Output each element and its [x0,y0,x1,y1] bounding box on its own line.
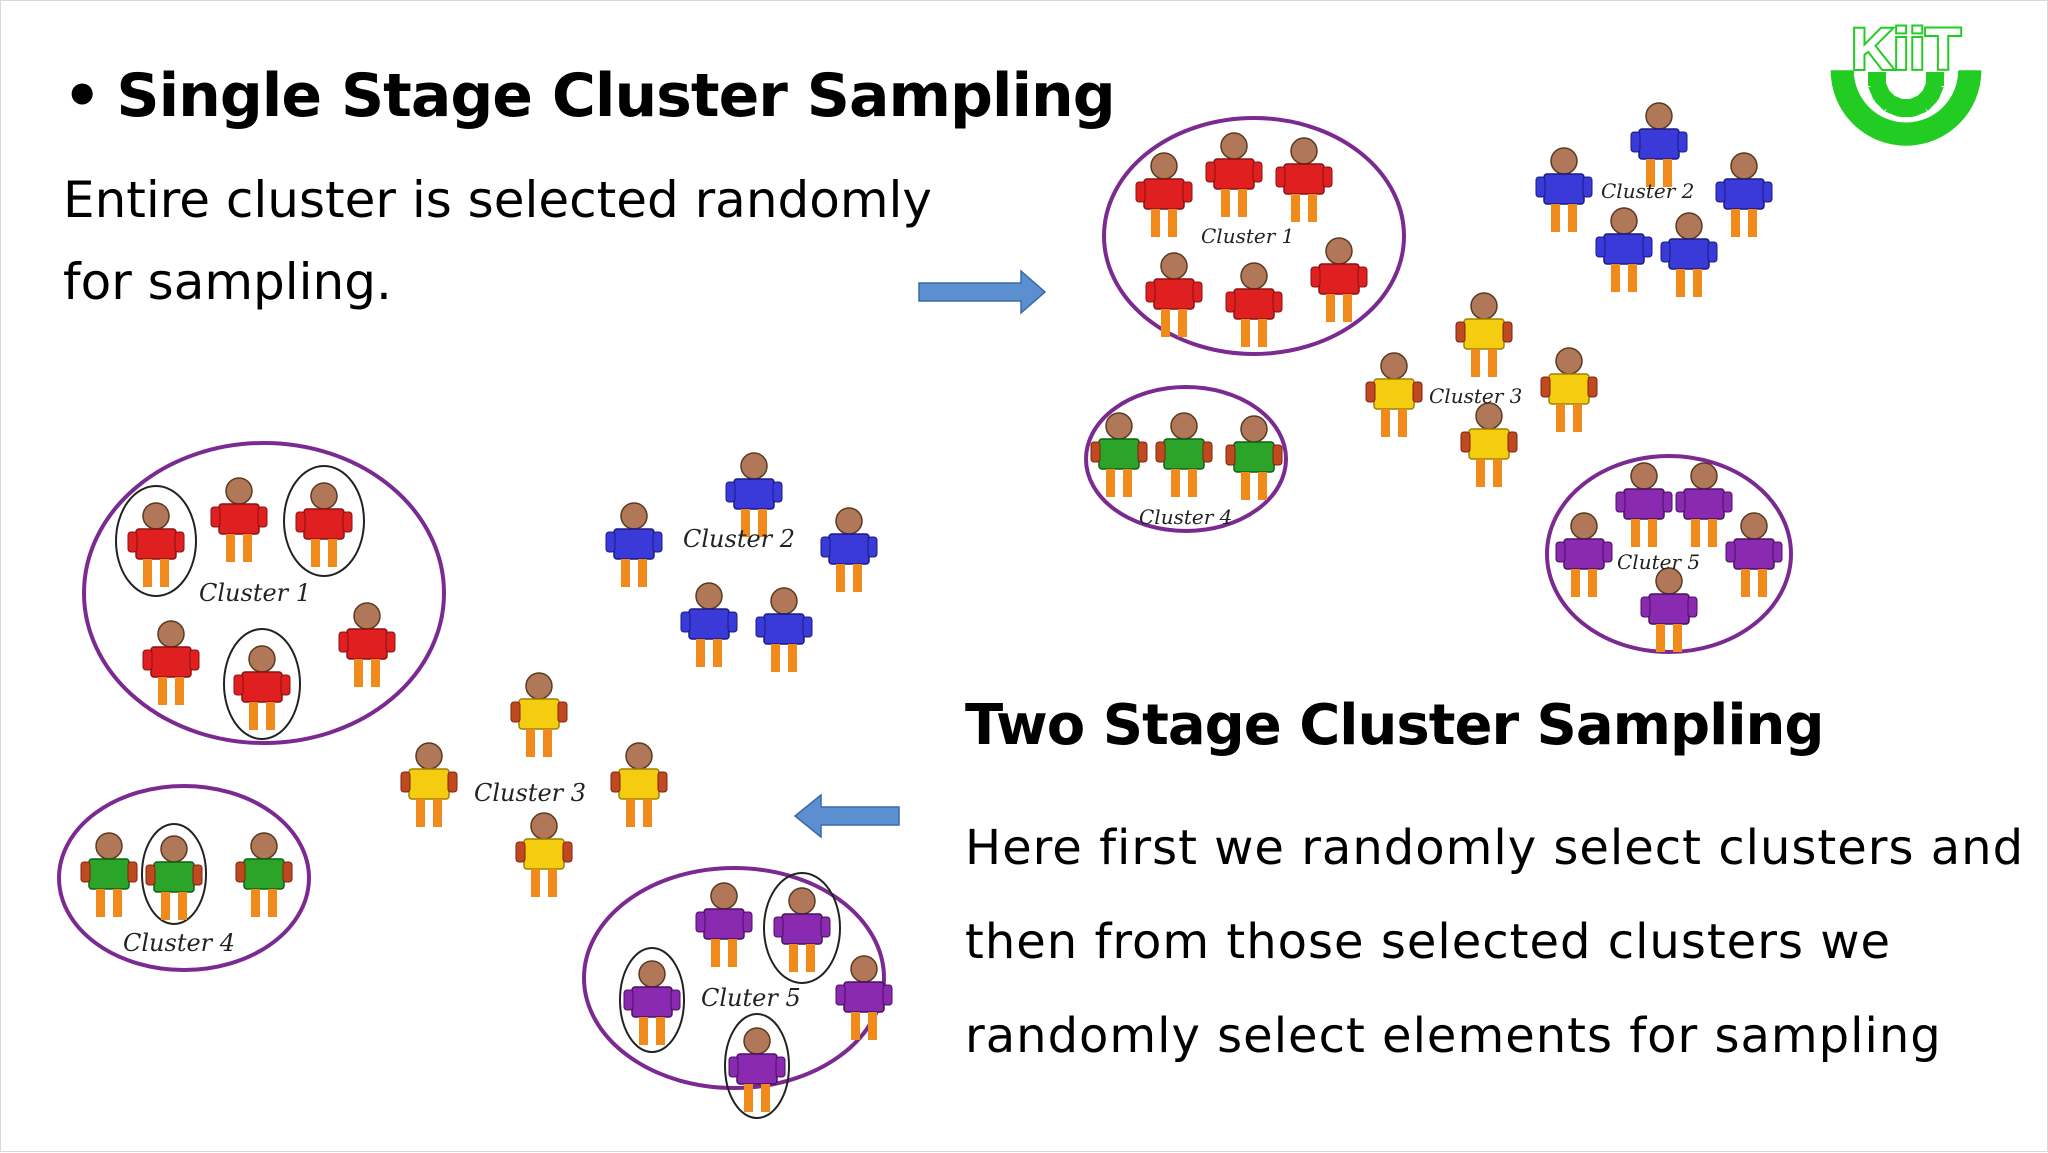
cluster-label: Cluster 1 [1201,224,1294,248]
selected-element-ring [724,1013,790,1119]
person-icon [1205,132,1263,218]
person-icon [1640,567,1698,653]
kiit-logo: KiiT [1830,15,1982,146]
arrow-left [793,793,900,839]
cluster-5-ellipse [1545,454,1793,654]
bullet: • [63,61,101,131]
person-icon [728,1027,786,1113]
person-icon [623,960,681,1046]
kiit-logo-text: KiiT [1851,17,1961,82]
person-icon [1365,352,1423,438]
selected-element-ring [141,823,207,925]
cluster-4-ellipse [57,784,311,972]
cluster-5-ellipse [582,866,886,1090]
person-icon [233,645,291,731]
person-icon [1725,512,1783,598]
person-icon [1660,212,1718,298]
person-icon [680,582,738,668]
person-icon [295,482,353,568]
person-icon [127,502,185,588]
cluster-1-ellipse [82,441,446,745]
cluster-label: Cluter 5 [701,984,801,1012]
person-icon [1555,512,1613,598]
single-stage-title-text: Single Stage Cluster Sampling [116,61,1115,131]
person-icon [1675,462,1733,548]
person-icon [695,882,753,968]
person-icon [1535,147,1593,233]
person-icon [80,832,138,918]
person-icon [338,602,396,688]
cluster-label: Cluster 4 [123,929,235,957]
person-icon [1275,137,1333,223]
selected-element-ring [763,872,841,984]
single-stage-clusters: Cluster 1 Cluster 2 Cluster 3 Cluster 4 [1084,102,1793,654]
cluster-label: Cluster 3 [474,779,586,807]
person-icon [1540,347,1598,433]
selected-element-ring [283,465,365,577]
person-icon [235,832,293,918]
person-icon [1455,292,1513,378]
person-icon [210,477,268,563]
person-icon [1225,415,1283,501]
single-stage-description: Entire cluster is selected randomly for … [63,171,933,311]
person-icon [1225,262,1283,348]
selected-element-ring [115,485,197,597]
person-icon [755,587,813,673]
cluster-label: Cluster 3 [1429,384,1522,408]
cluster-label: Cluster 2 [683,525,795,553]
two-stage-title: Two Stage Cluster Sampling [965,693,1824,758]
arrow-right [918,269,1047,315]
selected-element-ring [223,628,301,740]
person-icon [820,507,878,593]
person-icon [1310,237,1368,323]
person-icon [1715,152,1773,238]
person-icon [510,672,568,758]
person-icon [605,502,663,588]
person-icon [1155,412,1213,498]
two-stage-clusters: Cluster 1 Cluster 2 Cluster 3 Cluster 4 [57,441,893,1119]
cluster-label: Cluster 4 [1139,505,1232,529]
cluster-label: Cluster 2 [1601,179,1694,203]
person-icon [1460,402,1518,488]
person-icon [145,835,203,921]
person-icon [1135,152,1193,238]
selected-element-ring [619,947,685,1053]
person-icon [1615,462,1673,548]
single-stage-title: •Single Stage Cluster Sampling [63,61,1116,131]
cluster-4-ellipse [1084,385,1288,533]
cluster-label: Cluster 1 [199,579,311,607]
person-icon [773,887,831,973]
cluster-label: Cluter 5 [1617,550,1700,574]
person-icon [515,812,573,898]
person-icon [400,742,458,828]
two-stage-description: Here first we randomly select clusters a… [965,820,2025,1064]
person-icon [1595,207,1653,293]
person-icon [610,742,668,828]
cluster-1-ellipse [1102,116,1406,356]
person-icon [1630,102,1688,188]
person-icon [142,620,200,706]
